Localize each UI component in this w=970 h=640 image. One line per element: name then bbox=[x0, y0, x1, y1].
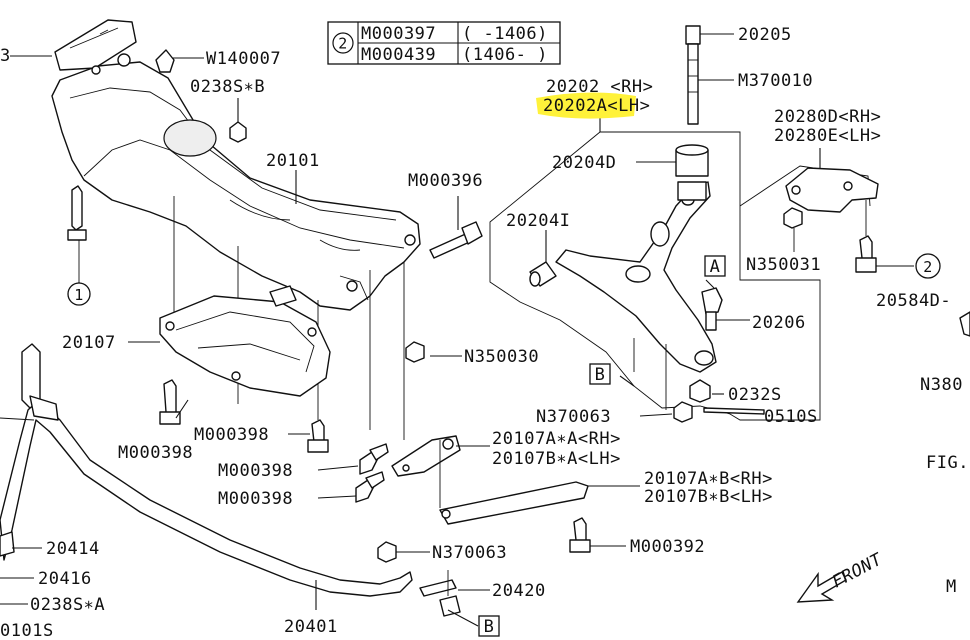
stabilizer-bar bbox=[0, 343, 413, 597]
marker-2-text: 2 bbox=[923, 258, 933, 276]
nut-0238s-b bbox=[229, 121, 247, 143]
label-20107aa: 20107A∗A<RH> bbox=[492, 429, 621, 449]
box-a-text: A bbox=[710, 257, 721, 277]
label-20204d: 20204D bbox=[552, 153, 616, 173]
nut-n370063-lower bbox=[377, 541, 397, 563]
revision-table: 2 M000397 ( -1406) M000439 (1406- ) bbox=[327, 21, 561, 65]
leader-lines bbox=[0, 33, 914, 627]
ball-joint-20206 bbox=[701, 287, 723, 315]
bracket-plate bbox=[54, 19, 137, 71]
under-cover-drawing bbox=[159, 285, 331, 397]
marker-2: 2 bbox=[915, 253, 941, 279]
label-m000398-d: M000398 bbox=[218, 489, 293, 509]
label-20107: 20107 bbox=[62, 333, 116, 353]
box-b-upper: B bbox=[589, 363, 611, 385]
label-20205: 20205 bbox=[738, 25, 792, 45]
label-20280e: 20280E<LH> bbox=[774, 126, 881, 146]
label-front: FRONT bbox=[829, 549, 887, 592]
part-labels: 3 W140007 0238S∗B 20101 M000396 20202 <R… bbox=[0, 25, 969, 640]
label-m000398-b: M000398 bbox=[194, 425, 269, 445]
pin-0510s bbox=[703, 407, 765, 415]
bolt-m000396 bbox=[429, 221, 483, 259]
bolt-m000392 bbox=[569, 517, 591, 553]
bolt-20205 bbox=[685, 25, 701, 45]
label-0238s-b: 0238S∗B bbox=[190, 77, 265, 97]
crossmember-body bbox=[51, 61, 421, 311]
label-n370063-upper: N370063 bbox=[536, 407, 611, 427]
label-m000396: M000396 bbox=[408, 171, 483, 191]
left-bolt bbox=[71, 185, 83, 231]
brace-20107ab bbox=[439, 440, 589, 525]
label-n350030: N350030 bbox=[464, 347, 539, 367]
label-0238s-a: 0238S∗A bbox=[30, 595, 105, 615]
label-n380: N380 bbox=[920, 375, 963, 395]
nut-0232s bbox=[689, 379, 711, 403]
label-0101s: 0101S bbox=[0, 621, 54, 640]
front-arrow: FRONT bbox=[796, 549, 887, 603]
label-n370063-lower: N370063 bbox=[432, 543, 507, 563]
label-20202: 20202 <RH> bbox=[546, 77, 653, 97]
label-20414: 20414 bbox=[46, 539, 100, 559]
label-m000398-a: M000398 bbox=[118, 443, 193, 463]
label-m370010: M370010 bbox=[738, 71, 813, 91]
highlight-20202a bbox=[536, 92, 636, 119]
marker-1-text: 1 bbox=[74, 286, 84, 304]
crossmember-hole bbox=[163, 119, 217, 157]
nut-n370063 bbox=[673, 401, 693, 423]
label-20206: 20206 bbox=[752, 313, 806, 333]
box-b-upper-text: B bbox=[595, 365, 606, 385]
label-20101: 20101 bbox=[266, 151, 320, 171]
table-code-1: M000397 bbox=[361, 24, 436, 44]
stabilizer-link-20420 bbox=[419, 570, 461, 617]
label-20420: 20420 bbox=[492, 581, 546, 601]
crossmember-drawing bbox=[51, 19, 421, 440]
label-20107ba: 20107B∗A<LH> bbox=[492, 449, 621, 469]
label-edge-3: 3 bbox=[0, 46, 11, 66]
nut-n350030 bbox=[405, 341, 425, 363]
label-0232s: 0232S bbox=[728, 385, 782, 405]
bracket-20280d bbox=[739, 165, 879, 273]
bracket-20107aa bbox=[391, 435, 461, 477]
table-marker: 2 bbox=[338, 35, 348, 53]
label-20584d: 20584D- bbox=[876, 291, 951, 311]
nut-n350031 bbox=[783, 207, 803, 229]
box-b-lower: B bbox=[478, 615, 500, 637]
box-a: A bbox=[704, 255, 726, 277]
label-20204i: 20204I bbox=[506, 211, 570, 231]
under-cover bbox=[159, 295, 331, 397]
label-m000392: M000392 bbox=[630, 537, 705, 557]
w140007-stud bbox=[155, 49, 175, 73]
label-fig: FIG. bbox=[926, 453, 969, 473]
label-0510s: 0510S bbox=[764, 407, 818, 427]
table-marker-circle bbox=[332, 32, 354, 54]
label-m000398-c: M000398 bbox=[218, 461, 293, 481]
label-20202a: 20202A<LH> bbox=[543, 96, 650, 116]
label-20280d: 20280D<RH> bbox=[774, 107, 881, 127]
label-20401: 20401 bbox=[284, 617, 338, 637]
marker-1: 1 bbox=[67, 282, 91, 306]
table-code-2: M000439 bbox=[361, 45, 436, 65]
label-20107bb: 20107B∗B<LH> bbox=[644, 487, 773, 507]
label-20416: 20416 bbox=[38, 569, 92, 589]
label-m-cut: M bbox=[946, 577, 957, 597]
table-range-2: (1406- ) bbox=[462, 45, 548, 65]
table-range-1: ( -1406) bbox=[462, 24, 548, 44]
label-20107ab: 20107A∗B<RH> bbox=[644, 469, 773, 489]
label-w140007: W140007 bbox=[206, 49, 281, 69]
cutoff-part bbox=[959, 311, 970, 337]
label-n350031: N350031 bbox=[746, 255, 821, 275]
box-b-lower-text: B bbox=[484, 617, 495, 637]
bolts-m000398 bbox=[159, 379, 389, 503]
front-arrow-icon bbox=[796, 571, 847, 603]
lower-arm-drawing bbox=[489, 25, 821, 423]
